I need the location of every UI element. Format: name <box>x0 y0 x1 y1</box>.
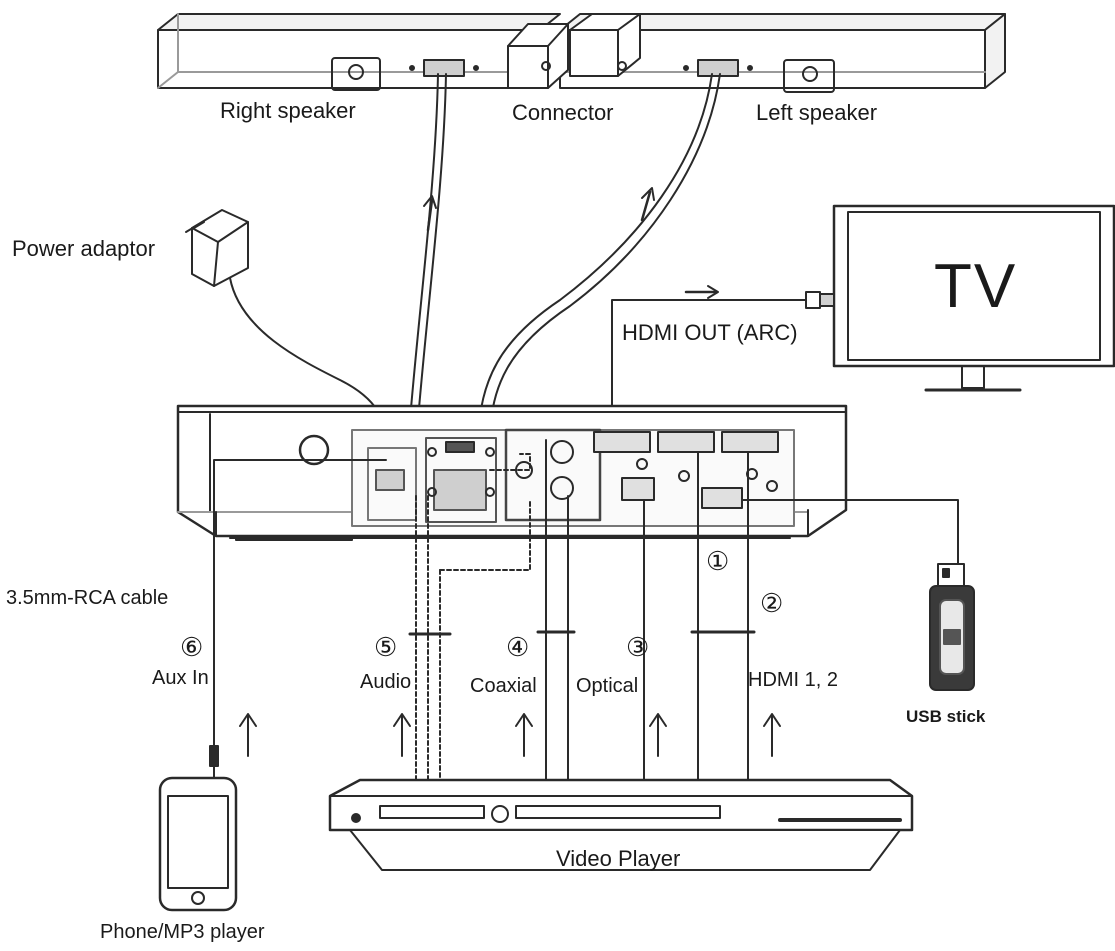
hdmi-out-label: HDMI OUT (ARC) <box>622 320 798 345</box>
left-speaker-label: Left speaker <box>756 100 878 125</box>
audio-label: Audio <box>360 671 412 693</box>
right-speaker-jack <box>423 59 465 77</box>
connector-label: Connector <box>512 100 614 125</box>
main-unit <box>176 404 848 541</box>
left-speaker-jack <box>697 59 739 77</box>
aux-in-label: Aux In <box>152 667 209 689</box>
optical-label: Optical <box>576 675 639 697</box>
phone-drawing <box>158 776 238 912</box>
coaxial-label: Coaxial <box>470 675 537 697</box>
marker-6: ⑥ <box>180 632 204 662</box>
tv-drawing <box>611 204 1115 437</box>
marker-5: ⑤ <box>374 632 398 662</box>
soundbar <box>157 13 1006 93</box>
video-player-drawing <box>328 778 914 871</box>
usb-stick-drawing <box>741 499 975 691</box>
right-speaker-label: Right speaker <box>220 98 356 123</box>
usb-stick-label: USB stick <box>906 707 986 726</box>
tv-label: TV <box>934 252 1018 321</box>
phone-label: Phone/MP3 player <box>100 921 265 943</box>
speaker-cables <box>409 73 721 446</box>
rca-cable-label: 3.5mm-RCA cable <box>6 587 169 609</box>
marker-2: ② <box>760 588 784 618</box>
video-player-label: Video Player <box>556 846 681 871</box>
marker-3: ③ <box>626 632 650 662</box>
power-adaptor-drawing <box>185 209 393 453</box>
hdmi-12-label: HDMI 1, 2 <box>748 669 839 691</box>
marker-4: ④ <box>506 632 530 662</box>
right-bracket <box>331 57 381 91</box>
right-speaker-bar <box>157 13 561 31</box>
left-bracket <box>783 59 835 93</box>
aux-cable <box>209 459 387 783</box>
power-adaptor-label: Power adaptor <box>12 236 156 261</box>
marker-1: ① <box>706 546 730 576</box>
input-cables <box>239 439 781 781</box>
